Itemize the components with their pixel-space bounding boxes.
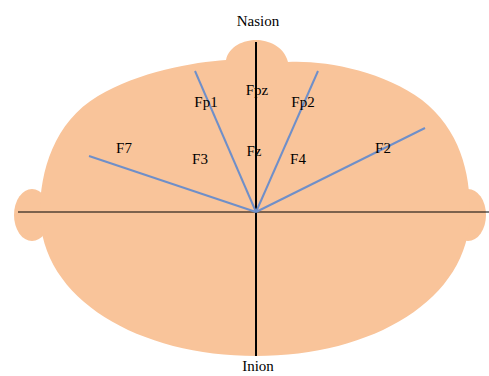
electrode-label: Fp1 xyxy=(194,95,217,110)
landmark-label: Inion xyxy=(240,359,276,374)
electrode-label: Fpz xyxy=(246,83,269,98)
electrode-label: F7 xyxy=(116,141,132,156)
head-outline xyxy=(40,40,470,356)
electrode-rays xyxy=(89,71,425,212)
electrode-label: Fp2 xyxy=(291,95,314,110)
electrode-label: Fz xyxy=(247,144,262,159)
landmark-label: Nasion xyxy=(235,14,282,29)
electrode-label: F2 xyxy=(375,141,391,156)
electrode-label: F3 xyxy=(192,152,208,167)
electrode-label: F4 xyxy=(290,152,306,167)
